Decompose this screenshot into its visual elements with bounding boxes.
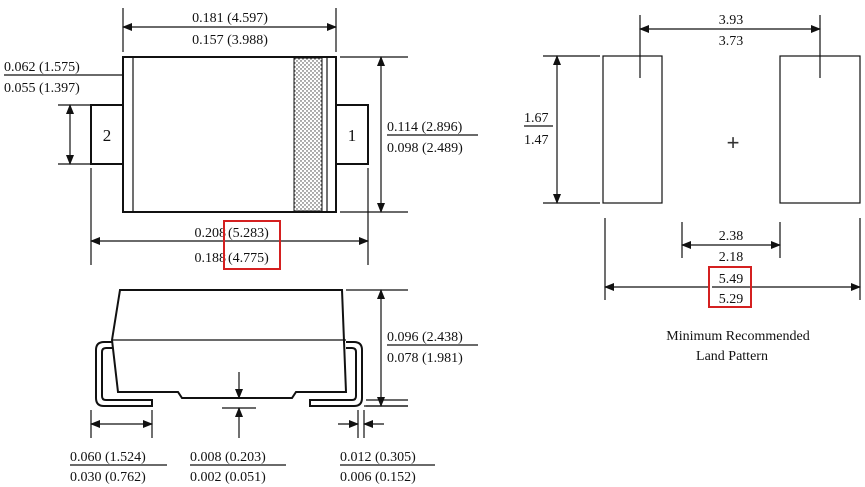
lead-left <box>90 104 124 165</box>
dim-lead-thickness-min: 0.006 (0.152) <box>340 470 416 485</box>
dim-overall-length-mm-min: (4.775) <box>228 251 269 266</box>
dim-height-max: 0.096 (2.438) <box>387 330 463 345</box>
side-body <box>110 289 348 399</box>
dim-overall-length-mm-max: (5.283) <box>228 226 269 241</box>
dim-body-width-min: 0.098 (2.489) <box>387 141 463 156</box>
dim-lead-length-max: 0.060 (1.524) <box>70 450 146 465</box>
dim-lead-thickness-max: 0.012 (0.305) <box>340 450 416 465</box>
dim-overall-length-max: 0.208 <box>195 226 227 241</box>
dim-overall-land-max: 5.49 <box>719 272 744 287</box>
dim-outer-span-max: 3.93 <box>719 13 744 28</box>
dim-lead-length-min: 0.030 (0.762) <box>70 470 146 485</box>
side-lead-left <box>95 341 153 407</box>
side-view: 0.096 (2.438) 0.078 (1.981) 0.060 (1.524… <box>70 289 478 485</box>
dim-pad-height-max: 1.67 <box>524 111 549 126</box>
top-view: 2 1 0.181 (4.597) 0.157 (3.988) 0.062 (1… <box>4 8 478 270</box>
land-pad-left <box>602 55 663 204</box>
dim-outer-span-min: 3.73 <box>719 34 744 49</box>
land-pattern: + 3.93 3.73 1.67 1.47 2.38 2.18 5.49 5.2… <box>524 13 861 364</box>
dim-standoff-max: 0.008 (0.203) <box>190 450 266 465</box>
lead-right <box>335 104 369 165</box>
dim-lead-height-max: 0.062 (1.575) <box>4 60 80 75</box>
dim-overall-land-min: 5.29 <box>719 292 744 307</box>
dim-gap-max: 2.38 <box>719 229 744 244</box>
land-pad-right <box>779 55 861 204</box>
highlight-box-overall-mm <box>223 220 281 270</box>
land-pattern-caption-line2: Land Pattern <box>696 349 768 364</box>
cathode-band <box>293 57 323 212</box>
dim-pad-height-min: 1.47 <box>524 133 549 148</box>
highlight-box-overall-land <box>708 266 752 308</box>
pin-label-1: 1 <box>348 126 357 145</box>
land-center-mark: + <box>727 130 740 155</box>
side-lead-right <box>309 341 363 407</box>
dim-body-length-min: 0.157 (3.988) <box>192 33 268 48</box>
dim-overall-length-min: 0.188 <box>195 251 227 266</box>
dim-lead-height-min: 0.055 (1.397) <box>4 81 80 96</box>
dim-body-length-max: 0.181 (4.597) <box>192 11 268 26</box>
dim-body-width-max: 0.114 (2.896) <box>387 120 463 135</box>
pin-label-2: 2 <box>103 126 112 145</box>
land-pattern-caption-line1: Minimum Recommended <box>666 329 809 344</box>
dim-height-min: 0.078 (1.981) <box>387 351 463 366</box>
dim-standoff-min: 0.002 (0.051) <box>190 470 266 485</box>
dim-gap-min: 2.18 <box>719 250 744 265</box>
